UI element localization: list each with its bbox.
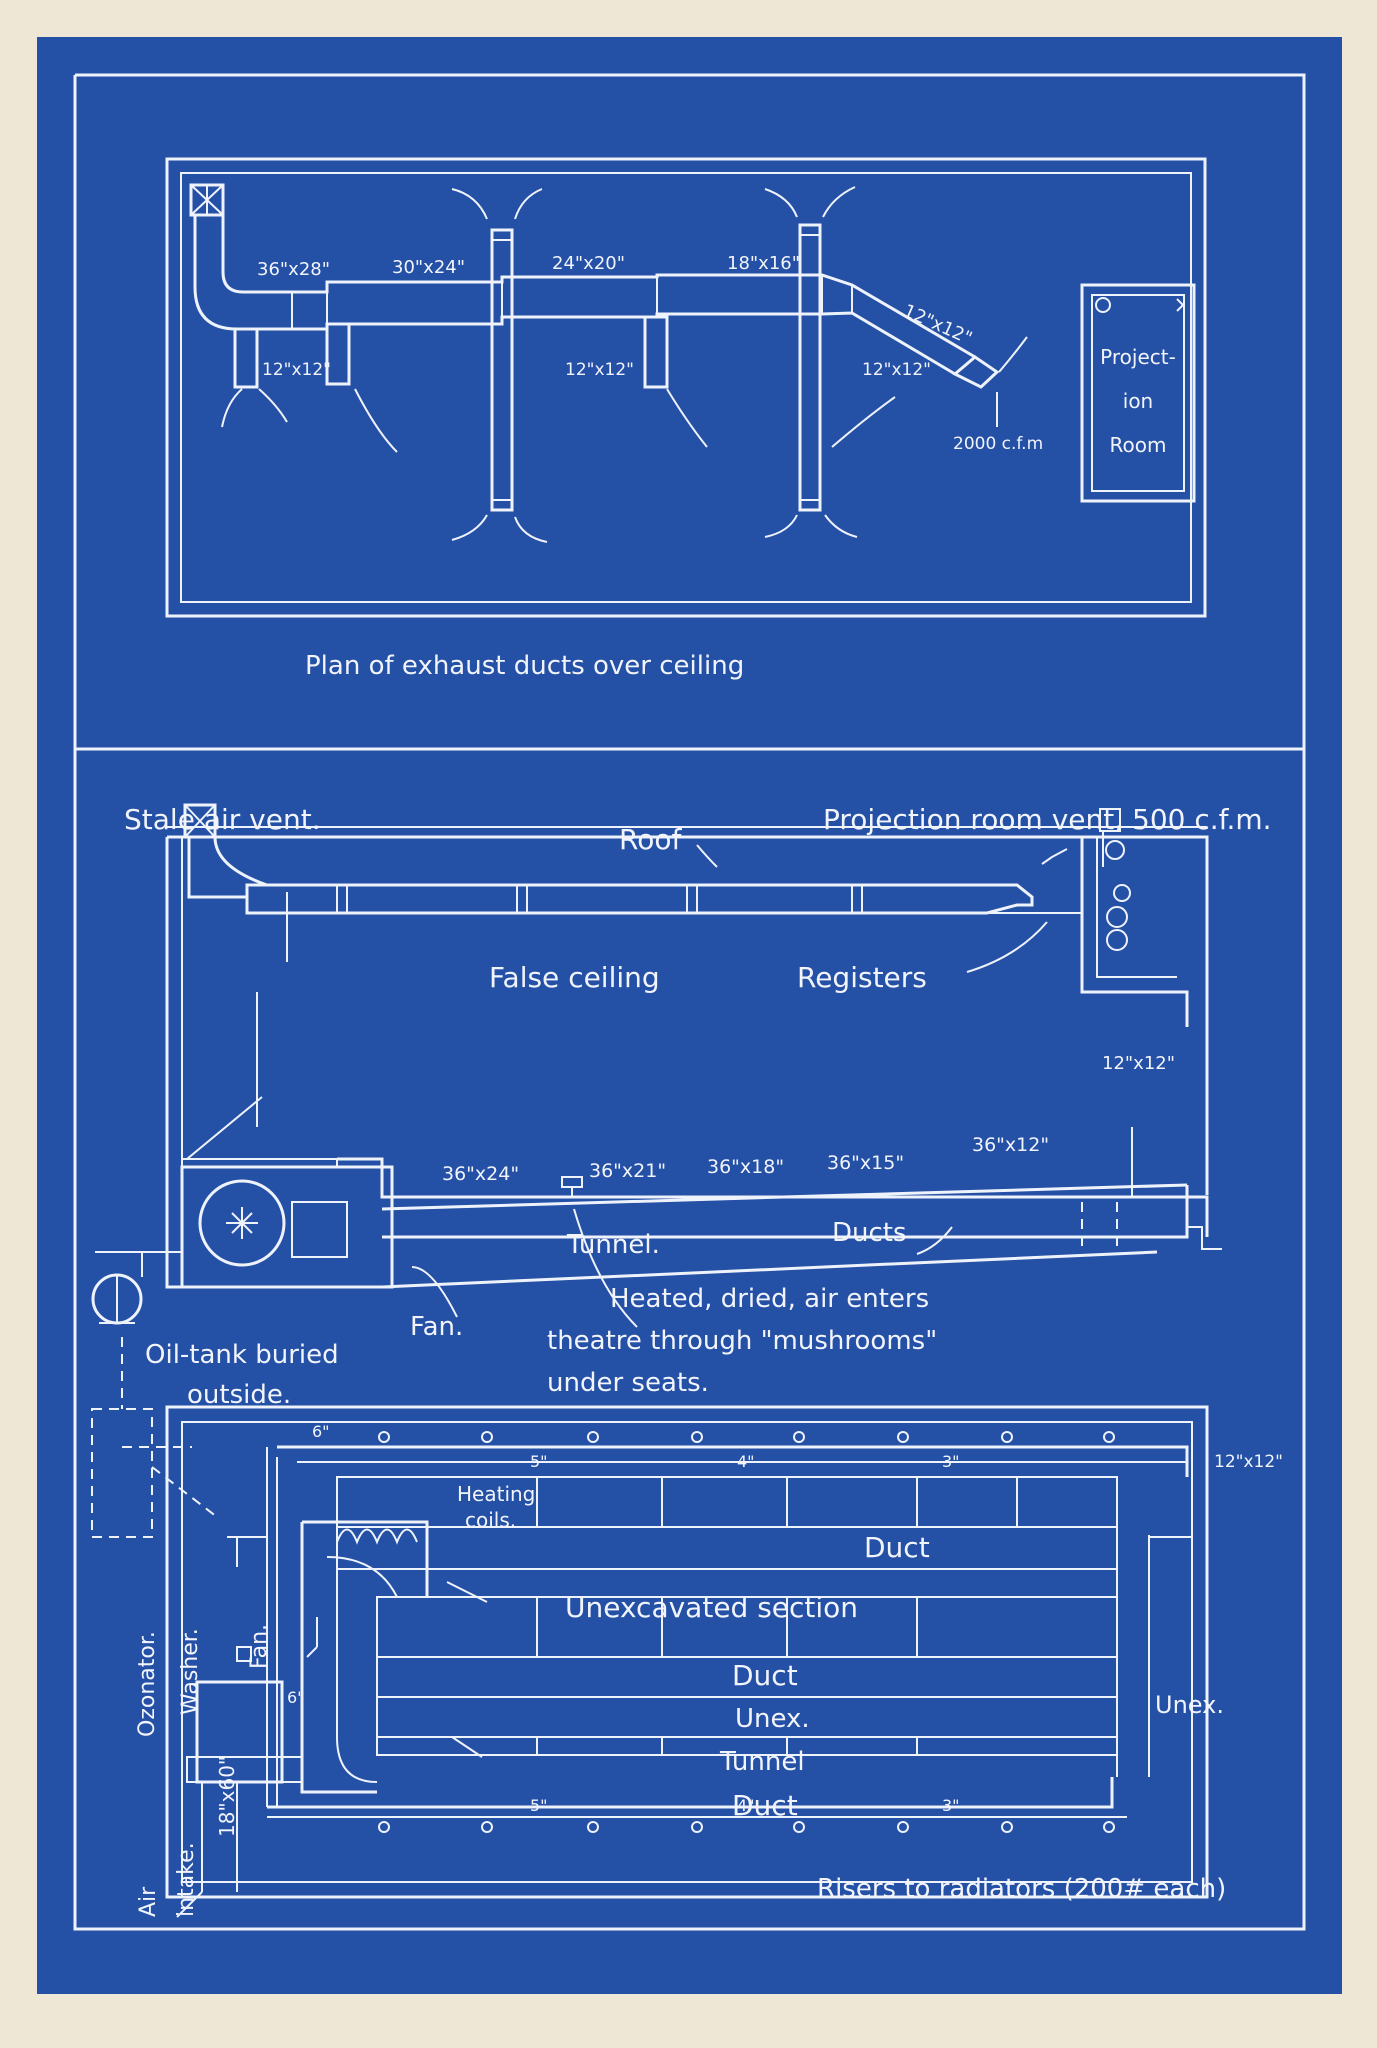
section-size-1: 36"x24" — [442, 1163, 519, 1185]
fan-label: Fan. — [410, 1312, 463, 1342]
cross-duct-1 — [490, 228, 514, 512]
plan-size-3: 24"x20" — [552, 253, 625, 274]
lower-border — [73, 749, 1306, 1931]
cross-duct-2 — [798, 223, 822, 512]
pipe-top-4: 4" — [737, 1452, 755, 1471]
note-line-1: Heated, dried, air enters — [610, 1284, 929, 1314]
plan-flow: 2000 c.f.m — [953, 434, 1043, 454]
plan-branch-1: 12"x12" — [262, 360, 331, 380]
fan-basement-label: Fan. — [247, 1624, 272, 1669]
panel-border — [75, 73, 1306, 749]
risers-label: Risers to radiators (200# each) — [817, 1874, 1226, 1904]
supply-duct-bottom — [381, 1183, 1188, 1211]
section-size-4: 36"x15" — [827, 1152, 904, 1174]
note-line-2: theatre through "mushrooms" — [547, 1326, 937, 1356]
pipe-top-5: 5" — [530, 1452, 548, 1471]
roof-label: Roof — [619, 823, 682, 856]
pipe-left-6: 6" — [287, 1688, 305, 1707]
branch-drop-1 — [233, 327, 259, 389]
ozonator-label: Ozonator. — [135, 1631, 160, 1737]
corner-size: 12"x12" — [1214, 1452, 1283, 1472]
note-line-3: under seats. — [547, 1368, 709, 1398]
plan-size-4: 18"x16" — [727, 253, 800, 274]
ozonator-box — [91, 1408, 153, 1538]
washer-label: Washer. — [178, 1628, 203, 1715]
section-roof — [167, 835, 1209, 1195]
pipe-top-3: 3" — [942, 1452, 960, 1471]
room-label-3: Room — [1110, 433, 1167, 457]
pipe-bottom-5: 5" — [530, 1796, 548, 1815]
heating-label-1: Heating — [457, 1482, 535, 1506]
ceiling-outline-outer — [165, 157, 1207, 618]
plan-title: Plan of exhaust ducts over ceiling — [305, 651, 744, 681]
section-size-2: 36"x21" — [589, 1160, 666, 1182]
tunnel-bottom-label: Tunnel — [719, 1747, 805, 1777]
proj-vent-label: Projection room vent, 500 c.f.m. — [823, 803, 1272, 836]
basement-plan: 6" 5" 4" 3" 5" 4" 3" 6" 12"x12" Heating … — [91, 1337, 1283, 1918]
fan-wheel — [198, 1179, 286, 1267]
projection-room-inner — [1091, 294, 1185, 492]
ventilation-blueprint: 36"x28" 30"x24" 24"x20" 18"x16" 12"x12" … — [73, 73, 1306, 1931]
basement-inner — [181, 1421, 1193, 1883]
pipe-bottom — [267, 1777, 1114, 1809]
projection-room-outer — [1080, 283, 1196, 503]
unexcavated-label: Unexcavated section — [565, 1591, 858, 1624]
heating-label-2: coils. — [465, 1508, 516, 1532]
riser-size: 12"x12" — [1102, 1053, 1175, 1074]
branch-drop-2 — [325, 322, 351, 386]
section-panel: Stale air vent. Roof Projection room ven… — [73, 749, 1306, 1931]
intake-label: intake. — [174, 1842, 199, 1917]
intake-size: 18"x60" — [215, 1756, 239, 1837]
registers-label: Registers — [797, 961, 927, 994]
duct-label-2: Duct — [732, 1659, 798, 1692]
plan-size-2: 30"x24" — [392, 257, 465, 278]
stale-vent-label: Stale air vent. — [124, 803, 321, 836]
room-label-1: Project- — [1100, 345, 1176, 369]
fan-chamber — [180, 1165, 394, 1289]
basement-outer — [165, 1405, 1209, 1899]
exhaust-plan-panel: 36"x28" 30"x24" 24"x20" 18"x16" 12"x12" … — [73, 73, 1306, 751]
tunnel-label: Tunnel. — [566, 1230, 660, 1260]
section-size-5: 36"x12" — [972, 1134, 1049, 1156]
false-ceiling-label: False ceiling — [489, 961, 660, 994]
pipe-bottom-3: 3" — [942, 1796, 960, 1815]
heating-coils — [336, 1528, 418, 1545]
duct-label-1: Duct — [864, 1531, 930, 1564]
ducts-label: Ducts — [832, 1218, 907, 1248]
room-label-2: ion — [1123, 389, 1153, 413]
air-tunnel — [300, 1520, 429, 1794]
air-label: Air — [136, 1886, 161, 1917]
oil-tank-label-2: outside. — [187, 1380, 291, 1410]
plan-size-1: 36"x28" — [257, 259, 330, 280]
pipe-bottom-4: 4" — [737, 1796, 755, 1815]
fan-box — [236, 1646, 252, 1662]
blueprint-sheet: 36"x28" 30"x24" 24"x20" 18"x16" 12"x12" … — [37, 37, 1342, 1994]
section-size-3: 36"x18" — [707, 1156, 784, 1178]
washer-box — [195, 1680, 284, 1784]
tunnel-outline — [381, 1185, 1189, 1289]
branch-drop-3 — [643, 315, 669, 389]
stale-vent-box — [183, 803, 217, 839]
unex-mid-label: Unex. — [735, 1704, 810, 1734]
ceiling-outline-inner — [180, 172, 1192, 603]
pipe-top-1 — [277, 1445, 1189, 1477]
plan-size-5: 12"x12" — [900, 300, 975, 349]
duct-label-3: Duct — [732, 1789, 798, 1822]
unex-right-label: Unex. — [1155, 1691, 1224, 1719]
plan-branch-3: 12"x12" — [862, 360, 931, 380]
airflow-arrows-plan — [221, 186, 1028, 543]
riser-glyphs — [378, 1431, 1115, 1833]
duct-end-register — [952, 355, 1000, 389]
supply-duct-top — [337, 1157, 1209, 1237]
ceiling-exhaust-duct — [245, 883, 1034, 915]
plan-branch-2: 12"x12" — [565, 360, 634, 380]
duct-row-1 — [336, 1476, 1118, 1570]
oil-tank-label-1: Oil-tank buried — [145, 1340, 339, 1370]
pipe-top-6: 6" — [312, 1422, 330, 1441]
proj-room-wall — [1080, 837, 1189, 1027]
section-wall-left — [165, 837, 357, 1289]
